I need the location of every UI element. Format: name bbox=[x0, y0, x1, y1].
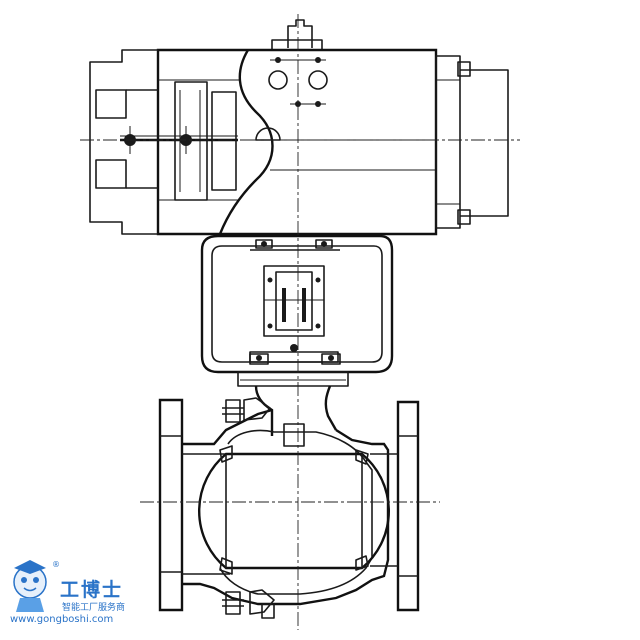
actuator-body bbox=[158, 50, 436, 234]
watermark-name: 工博士 bbox=[60, 579, 124, 601]
seat-left-bottom bbox=[220, 558, 232, 574]
watermark-mascot-icon bbox=[14, 560, 46, 612]
pneumatic-actuator bbox=[90, 20, 508, 234]
ball bbox=[199, 454, 389, 568]
ball-valve-body bbox=[160, 372, 418, 618]
center-lines bbox=[80, 14, 520, 630]
body-bolt-top-left bbox=[226, 400, 240, 422]
bracket-inner bbox=[212, 246, 382, 362]
valve-body-outline bbox=[182, 410, 388, 604]
watermark-registered: ® bbox=[52, 560, 60, 569]
actuator-right-cap bbox=[436, 56, 460, 228]
watermark-tagline: 智能工厂服务商 bbox=[62, 603, 126, 613]
coupling bbox=[264, 266, 324, 336]
body-bolt-bottom-left bbox=[226, 592, 240, 614]
bracket-outer bbox=[202, 236, 392, 372]
pinion-gear bbox=[256, 128, 280, 140]
pinion-housing bbox=[220, 50, 273, 234]
seat-right-bottom bbox=[356, 556, 368, 570]
left-flange bbox=[160, 400, 182, 610]
valve-stem bbox=[284, 424, 304, 446]
actuator-top-stem bbox=[288, 20, 312, 48]
pinion-hole-right bbox=[309, 71, 327, 89]
right-flange bbox=[398, 402, 418, 610]
left-cap-pocket-bottom bbox=[96, 160, 126, 188]
pinion-hole-left bbox=[269, 71, 287, 89]
seat-right-top bbox=[356, 450, 368, 464]
valve-bonnet bbox=[238, 372, 348, 386]
actuator-left-cap bbox=[90, 50, 158, 234]
actuator-top-collar bbox=[272, 40, 322, 50]
watermark-url: www.gongboshi.com bbox=[10, 614, 114, 625]
actuator-right-end bbox=[460, 70, 508, 216]
left-cap-pocket-top bbox=[96, 90, 126, 118]
seat-left-top bbox=[220, 446, 232, 462]
mounting-bracket bbox=[202, 236, 392, 372]
